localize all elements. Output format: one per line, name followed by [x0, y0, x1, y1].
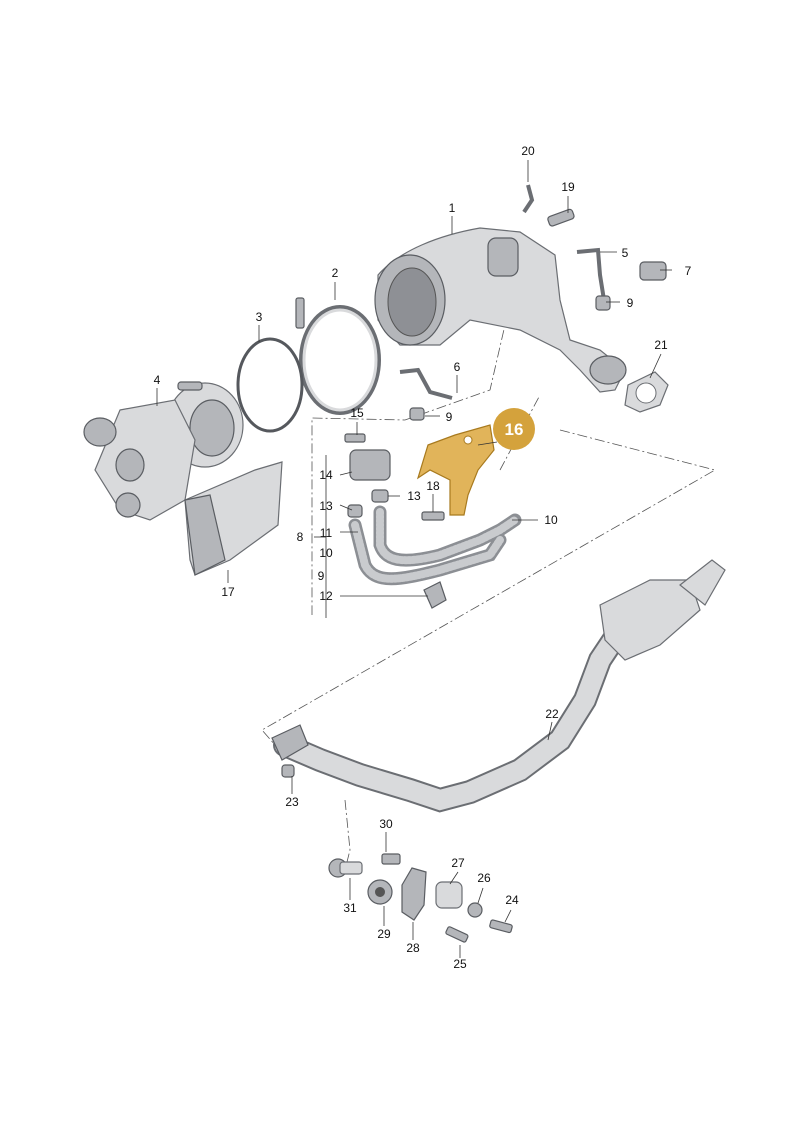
- label-31: 31: [343, 901, 357, 915]
- label-7: 7: [685, 264, 692, 278]
- label-12: 12: [319, 589, 333, 603]
- leader-lines: [156, 160, 672, 958]
- part-heat-shield[interactable]: [184, 461, 283, 576]
- label-19: 19: [561, 180, 575, 194]
- label-13-right: 13: [407, 489, 421, 503]
- badge-label: 16: [505, 420, 524, 439]
- label-13-left: 13: [319, 499, 333, 513]
- label-2: 2: [332, 266, 339, 280]
- part-gasket-ring[interactable]: [236, 337, 304, 433]
- label-4: 4: [154, 373, 161, 387]
- part-labels: 1 2 3 4 5 6 7 8 9 9 9 10 10 11 12 13 13 …: [154, 144, 692, 971]
- label-26: 26: [477, 871, 491, 885]
- part-valve[interactable]: [344, 433, 445, 521]
- label-3: 3: [256, 310, 263, 324]
- label-17: 17: [221, 585, 235, 599]
- label-9-list: 9: [318, 569, 325, 583]
- label-11: 11: [320, 526, 333, 540]
- part-hoses[interactable]: [348, 505, 522, 609]
- label-30: 30: [379, 817, 393, 831]
- part-pipes-top[interactable]: [399, 184, 667, 421]
- label-22: 22: [545, 707, 559, 721]
- label-27: 27: [451, 856, 465, 870]
- part-bracket-highlighted[interactable]: [416, 424, 495, 516]
- label-28: 28: [406, 941, 420, 955]
- label-9-top: 9: [627, 296, 634, 310]
- part-front-pipe[interactable]: [271, 559, 726, 813]
- label-10-right: 10: [544, 513, 558, 527]
- part-clamp[interactable]: [295, 297, 381, 415]
- label-20: 20: [521, 144, 535, 158]
- label-29: 29: [377, 927, 391, 941]
- label-5: 5: [622, 246, 629, 260]
- label-21: 21: [654, 338, 668, 352]
- label-6: 6: [454, 360, 461, 374]
- part-flange-gasket[interactable]: [624, 371, 669, 413]
- label-24: 24: [505, 893, 519, 907]
- label-15: 15: [350, 406, 364, 420]
- part-hanger-hardware[interactable]: [328, 853, 513, 943]
- label-23: 23: [285, 795, 299, 809]
- label-14: 14: [319, 468, 333, 482]
- label-18: 18: [426, 479, 440, 493]
- part-turbocharger[interactable]: [83, 381, 244, 521]
- part-catalytic-converter[interactable]: [374, 227, 627, 393]
- label-25: 25: [453, 957, 467, 971]
- label-10-list: 10: [319, 546, 333, 560]
- label-9-middle: 9: [446, 410, 453, 424]
- label-8: 8: [297, 530, 304, 544]
- badge-part-16[interactable]: 16: [493, 408, 535, 450]
- label-1: 1: [449, 201, 456, 215]
